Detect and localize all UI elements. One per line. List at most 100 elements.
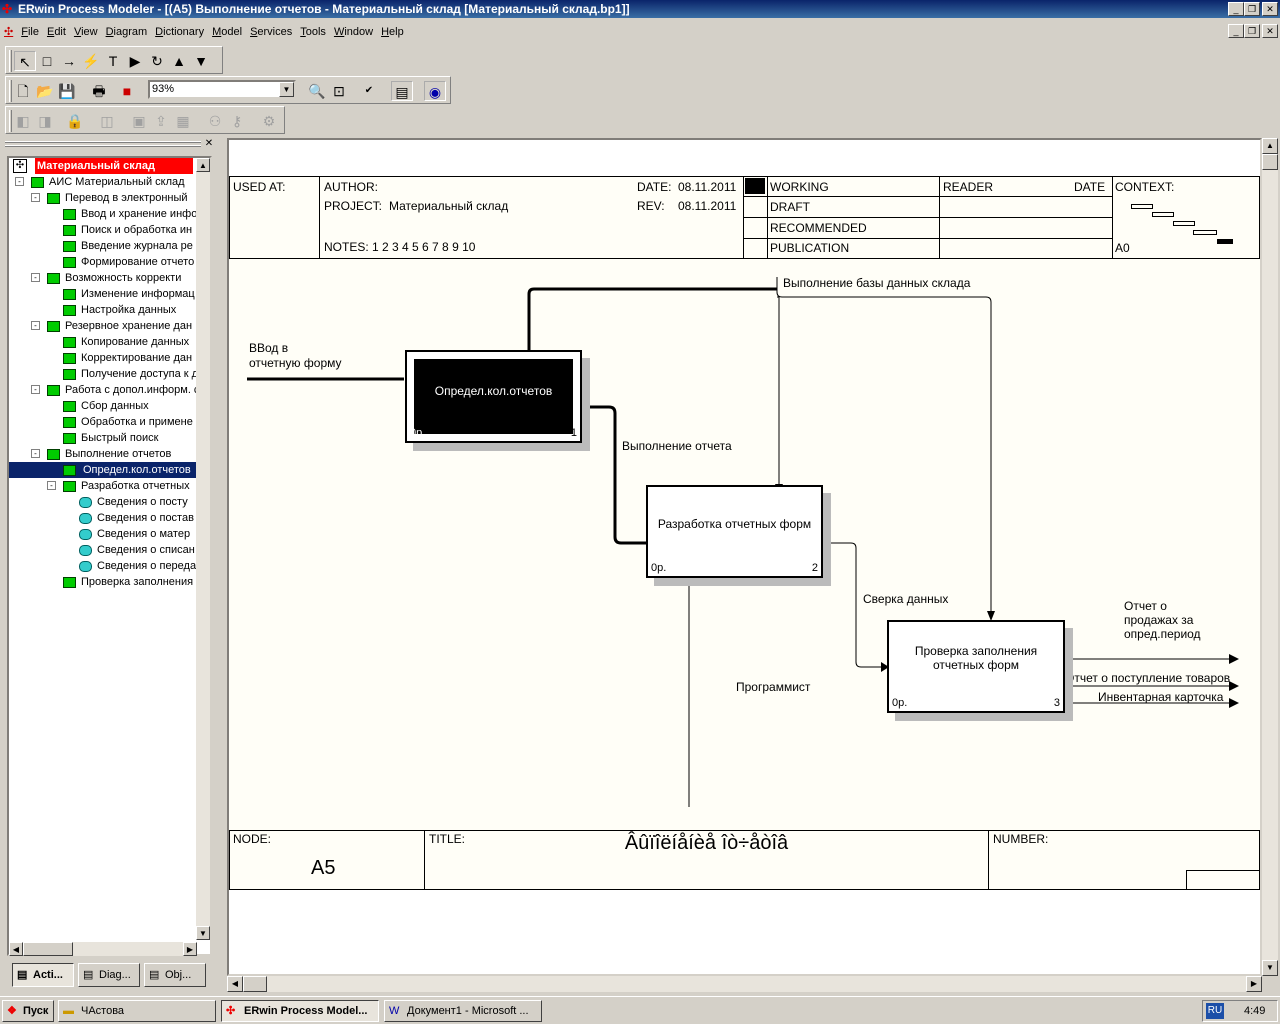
tree-item[interactable]: -Разработка отчетных [9, 478, 209, 494]
collapse-icon[interactable]: - [31, 321, 40, 330]
check-arrow-label[interactable]: Сверка данных [863, 592, 949, 606]
canvas-vscroll[interactable]: ▲ ▼ [1262, 138, 1278, 976]
activity-box-1[interactable]: Определ.кол.отчетов 0р. 1 [405, 350, 582, 443]
menu-edit[interactable]: Edit [46, 26, 66, 38]
activity-box-3[interactable]: Проверка заполнения отчетных форм 0р. 3 [887, 620, 1065, 713]
tree-item[interactable]: Быстрый поиск [9, 430, 209, 446]
spell-check-icon[interactable]: ✔ [364, 85, 374, 96]
tree-item[interactable]: -АИС Материальный склад [9, 174, 209, 190]
collapse-icon[interactable]: - [47, 481, 56, 490]
menu-diagram[interactable]: Diagram [105, 26, 148, 38]
zoom-fit-icon[interactable]: ⊡ [333, 83, 345, 99]
tree-item[interactable]: Определ.кол.отчетов [9, 462, 209, 478]
rotate-icon[interactable]: ↻ [151, 53, 163, 69]
db-icon[interactable]: ◧ [16, 113, 30, 129]
tree-item[interactable]: -Резервное хранение дан [9, 318, 209, 334]
save-icon[interactable]: 💾 [58, 83, 76, 99]
tools-icon[interactable]: ⚙ [262, 113, 276, 129]
menu-help[interactable]: Help [381, 26, 404, 38]
tree-item[interactable]: Сведения о переда [9, 558, 209, 574]
input-arrow-label[interactable]: ВВод в отчетную форму [249, 341, 342, 370]
task-folder[interactable]: ▬ЧАстова [58, 1000, 216, 1022]
tree-item[interactable]: Введение журнала ре [9, 238, 209, 254]
output-sales-label[interactable]: Отчет о продажах за опред.период [1124, 599, 1201, 641]
up-icon[interactable]: ▲ [172, 53, 186, 69]
menu-model[interactable]: Model [212, 26, 243, 38]
new-icon[interactable]: 🗋 [17, 83, 29, 99]
cube-icon[interactable]: ◫ [100, 113, 114, 129]
collapse-icon[interactable]: - [31, 385, 40, 394]
tree-vscroll[interactable]: ▲ ▼ [196, 158, 210, 940]
tree-item[interactable]: Ввод и хранение инфо [9, 206, 209, 222]
language-indicator[interactable]: RU [1206, 1003, 1224, 1019]
restore-button[interactable]: ❐ [1244, 2, 1260, 16]
tree-item[interactable]: Корректирование дан [9, 350, 209, 366]
tree-item[interactable]: Сведения о списан [9, 542, 209, 558]
tab-0[interactable]: ▤Acti... [12, 963, 74, 987]
mdi-minimize-button[interactable]: _ [1228, 24, 1244, 38]
menu-tools[interactable]: Tools [300, 26, 326, 38]
menu-services[interactable]: Services [250, 26, 293, 38]
box-tool-icon[interactable]: □ [42, 53, 52, 69]
pointer-tool-icon[interactable]: ↖ [14, 51, 36, 71]
menu-file[interactable]: File [21, 26, 39, 38]
tree-item[interactable]: Сведения о посту [9, 494, 209, 510]
collapse-icon[interactable]: - [31, 193, 40, 202]
lock-icon[interactable]: 🔒 [66, 113, 84, 129]
output-inventory-label[interactable]: Инвентарная карточка [1098, 690, 1224, 704]
squiggle-tool-icon[interactable]: ⚡ [82, 53, 100, 69]
arrow-tool-icon[interactable]: → [62, 53, 76, 69]
open-icon[interactable]: 📂 [36, 83, 54, 99]
model-explorer-icon[interactable]: ▤ [391, 81, 413, 101]
grid-icon[interactable]: ▦ [176, 113, 190, 129]
mechanism-arrow-label[interactable]: Программист [736, 680, 811, 694]
doc-icon[interactable]: ✣ [4, 26, 14, 38]
start-button[interactable]: ❖Пуск [2, 1000, 54, 1022]
tree-item[interactable]: Обработка и примене [9, 414, 209, 430]
tree-item[interactable]: -Перевод в электронный [9, 190, 209, 206]
tree-item[interactable]: -Работа с допол.информ. с [9, 382, 209, 398]
collapse-icon[interactable]: - [31, 449, 40, 458]
chevron-down-icon[interactable]: ▼ [279, 82, 294, 97]
mdi-close-button[interactable]: ✕ [1262, 24, 1278, 38]
zoom-in-icon[interactable]: 🔍 [308, 83, 326, 99]
canvas-hscroll[interactable]: ◀ ▶ [227, 976, 1262, 992]
output-arrow-label[interactable]: Выполнение отчета [622, 439, 732, 453]
collapse-icon[interactable]: - [31, 273, 40, 282]
task-erwin[interactable]: ✣ERwin Process Model... [221, 1000, 379, 1022]
tree-item[interactable]: Изменение информац [9, 286, 209, 302]
tab-1[interactable]: ▤Diag... [78, 963, 140, 987]
export-icon[interactable]: ⇪ [155, 113, 167, 129]
down-icon[interactable]: ▼ [194, 53, 208, 69]
idef0-diagram[interactable]: USED AT: AUTHOR: PROJECT: Материальный с… [229, 176, 1260, 890]
tree-item[interactable]: Сбор данных [9, 398, 209, 414]
text-tool-icon[interactable]: T [108, 53, 118, 69]
tree-item[interactable]: -Возможность корректи [9, 270, 209, 286]
tree-item[interactable]: Сведения о матер [9, 526, 209, 542]
minimize-button[interactable]: _ [1228, 2, 1244, 16]
tree-item[interactable]: Поиск и обработка ин [9, 222, 209, 238]
activity-box-2[interactable]: Разработка отчетных форм 0р. 2 [646, 485, 823, 578]
panel-close-icon[interactable]: ✕ [204, 138, 214, 149]
collapse-icon[interactable]: - [15, 177, 24, 186]
globe-icon[interactable]: ◉ [424, 81, 446, 101]
color-icon[interactable]: ■ [122, 83, 132, 99]
tree-item[interactable]: Проверка заполнения [9, 574, 209, 590]
tab-2[interactable]: ▤Obj... [144, 963, 206, 987]
menu-dictionary[interactable]: Dictionary [155, 26, 205, 38]
users-icon[interactable]: ⚇ [208, 113, 222, 129]
tree-item[interactable]: Формирование отчето [9, 254, 209, 270]
output-receipt-label[interactable]: Отчет о поступление товаров [1065, 671, 1231, 685]
print-icon[interactable]: 🖶 [92, 83, 106, 99]
report-icon[interactable]: ▣ [132, 113, 146, 129]
tree-item[interactable]: Копирование данных [9, 334, 209, 350]
model-tree[interactable]: ✣ Материальный склад -АИС Материальный с… [7, 156, 212, 956]
play-icon[interactable]: ▶ [129, 53, 141, 69]
menu-view[interactable]: View [73, 26, 98, 38]
tree-item[interactable]: Настройка данных [9, 302, 209, 318]
close-button[interactable]: ✕ [1262, 2, 1278, 16]
tree-item[interactable]: Получение доступа к д [9, 366, 209, 382]
tree-hscroll[interactable]: ◀ ▶ [9, 942, 197, 956]
mdi-restore-button[interactable]: ❐ [1244, 24, 1260, 38]
